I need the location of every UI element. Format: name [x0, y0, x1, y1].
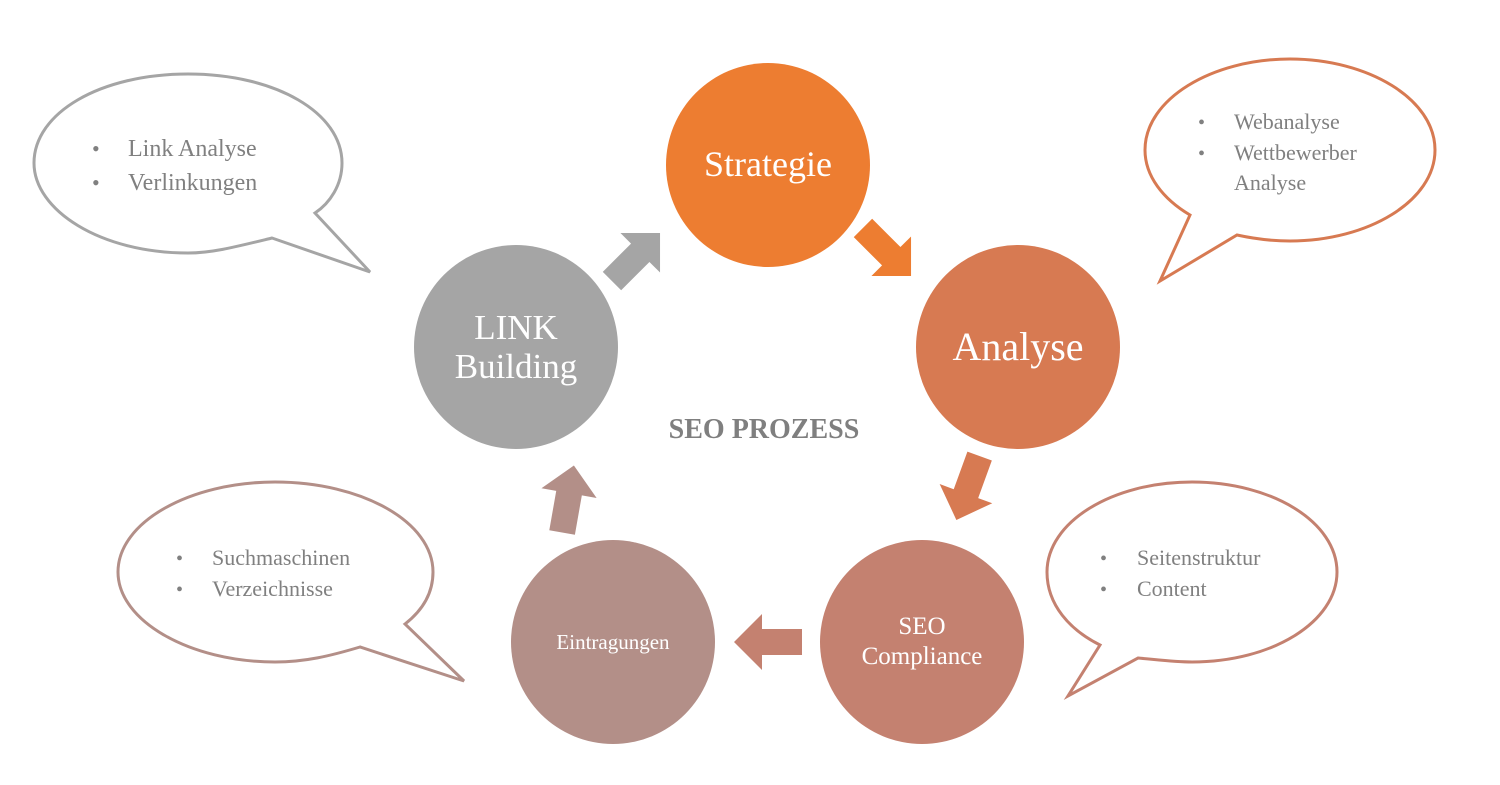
bubble-item: Webanalyse [1234, 109, 1340, 134]
node-label-line1: LINK [474, 308, 558, 347]
bubble-item: Link Analyse [128, 136, 257, 162]
bullet-icon: • [92, 136, 100, 161]
diagram-title: SEO PROZESS [669, 414, 860, 445]
arrow-eintragungen-to-link [541, 465, 597, 535]
arrow-icon [853, 218, 912, 277]
arrow-icon [541, 465, 597, 535]
bubble-seo-compliance: • Seitenstruktur • Content [1045, 480, 1339, 701]
node-seo-compliance: SEO Compliance [820, 540, 1024, 744]
bullet-icon: • [1198, 112, 1205, 134]
node-circle [916, 245, 1120, 449]
bubble-item: Verlinkungen [128, 170, 257, 196]
bubble-outline [1143, 57, 1437, 285]
bullet-icon: • [1100, 548, 1107, 570]
arrow-link-to-strategie [602, 232, 661, 291]
bullet-icon: • [1100, 579, 1107, 601]
node-circle [666, 63, 870, 267]
node-circle [820, 540, 1024, 744]
bubble-item: Content [1137, 576, 1207, 601]
bubble-outline [1045, 480, 1339, 701]
node-label-line1: SEO [898, 613, 945, 640]
node-link-building: LINK Building [414, 245, 618, 449]
bullet-icon: • [176, 579, 183, 601]
bubble-analyse: • Webanalyse • Wettbewerber Analyse [1143, 57, 1437, 285]
node-label: Strategie [704, 144, 832, 184]
node-label-line2: Building [455, 347, 578, 386]
node-eintragungen: Eintragungen [511, 540, 715, 744]
node-circle [511, 540, 715, 744]
bubble-item: Verzeichnisse [212, 576, 333, 601]
bubble-eintragungen: • Suchmaschinen • Verzeichnisse [116, 480, 466, 683]
node-circle [414, 245, 618, 449]
bubble-item: Suchmaschinen [212, 545, 350, 570]
bubble-item: Seitenstruktur [1137, 545, 1261, 570]
arrow-icon [939, 451, 993, 520]
node-label-line2: Compliance [862, 643, 983, 670]
node-label: Analyse [952, 324, 1083, 369]
bubble-item: Analyse [1234, 170, 1306, 195]
bubble-outline [32, 72, 372, 274]
node-label: Eintragungen [556, 630, 670, 654]
arrow-compliance-to-eintragungen [734, 614, 802, 670]
bubble-item: Wettbewerber [1234, 140, 1358, 165]
bubble-outline [116, 480, 466, 683]
arrow-analyse-to-compliance [939, 451, 993, 520]
arrow-icon [602, 232, 661, 291]
arrow-icon [734, 614, 802, 670]
arrow-strategie-to-analyse [853, 218, 912, 277]
bullet-icon: • [1198, 143, 1205, 165]
bullet-icon: • [176, 548, 183, 570]
bullet-icon: • [92, 170, 100, 195]
node-analyse: Analyse [916, 245, 1120, 449]
bubble-link-building: • Link Analyse • Verlinkungen [32, 72, 372, 274]
node-strategie: Strategie [666, 63, 870, 267]
